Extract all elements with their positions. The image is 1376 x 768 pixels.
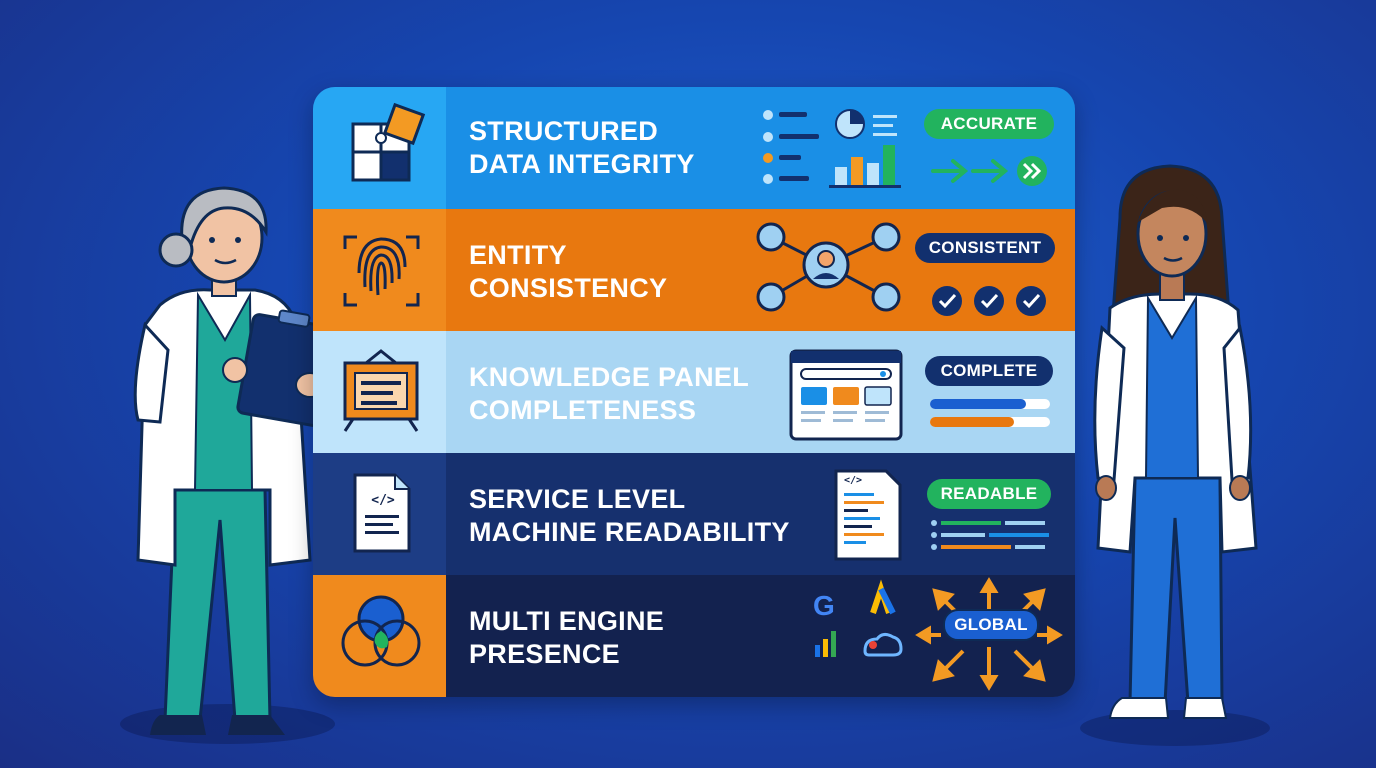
fingerprint-icon [343, 235, 420, 307]
doctor-in-blue-scrubs-illustration [1093, 164, 1258, 719]
row-icon-cell [313, 209, 446, 331]
global-arrows-icon [915, 577, 1063, 691]
progress-bars-icon [930, 399, 1050, 427]
row-body-cell [446, 87, 1075, 209]
row-decoration: G [341, 577, 1063, 691]
status-badge: ACCURATE [924, 109, 1054, 139]
title-line-1: KNOWLEDGE PANEL [469, 362, 749, 392]
row-decoration [343, 349, 1050, 441]
title-line-2: DATA INTEGRITY [469, 149, 695, 179]
code-tag-label: </> [371, 493, 395, 508]
pie-chart-icon [835, 109, 897, 139]
code-file-icon [834, 469, 902, 561]
status-badge: GLOBAL [943, 609, 1039, 641]
doctor-with-clipboard-illustration [133, 186, 336, 735]
row-decoration [353, 469, 1049, 561]
browser-window-icon [789, 349, 903, 441]
structured-list-icon [763, 110, 819, 184]
check-circles-icon [932, 286, 1046, 316]
knowledge-panel-icon [343, 349, 419, 432]
code-file-tag-label: </> [844, 475, 863, 486]
row-decoration [351, 102, 1047, 188]
row-title: ENTITY CONSISTENCY [469, 239, 799, 305]
title-line-1: SERVICE LEVEL [469, 484, 686, 514]
bar-chart-icon [829, 145, 901, 188]
status-badge: COMPLETE [925, 356, 1053, 386]
svg-text:G: G [813, 590, 835, 621]
title-line-2: CONSISTENCY [469, 273, 668, 303]
venn-diagram-icon [341, 595, 421, 667]
puzzle-icon [351, 102, 426, 182]
row-structured-data-integrity: STRUCTURED DATA INTEGRITY ACCURATE [313, 87, 1075, 209]
forward-arrows-icon [931, 156, 1047, 186]
row-title: SERVICE LEVEL MACHINE READABILITY [469, 483, 799, 549]
row-title: STRUCTURED DATA INTEGRITY [469, 115, 799, 181]
title-line-1: STRUCTURED [469, 116, 658, 146]
row-entity-consistency: ENTITY CONSISTENCY CONSISTENT [313, 209, 1075, 331]
network-icon [756, 222, 901, 312]
status-badge: CONSISTENT [915, 233, 1055, 263]
metrics-panel: STRUCTURED DATA INTEGRITY ACCURATE [313, 87, 1075, 697]
row-decoration [343, 222, 1046, 316]
search-engine-logos-icon: G [813, 579, 903, 657]
title-line-1: MULTI ENGINE [469, 606, 665, 636]
row-body-cell [446, 331, 1075, 453]
title-line-2: MACHINE READABILITY [469, 517, 790, 547]
row-multi-engine-presence: G [313, 575, 1075, 697]
row-title: MULTI ENGINE PRESENCE [469, 605, 799, 671]
readable-lines-icon [931, 520, 1049, 550]
status-badge: READABLE [927, 479, 1051, 509]
title-line-1: ENTITY [469, 240, 567, 270]
row-body-cell [446, 453, 1075, 575]
row-service-level-machine-readability: SERVICE LEVEL MACHINE READABILITY READAB… [313, 453, 1075, 575]
title-line-2: COMPLETENESS [469, 395, 697, 425]
row-knowledge-panel-completeness: KNOWLEDGE PANEL COMPLETENESS COMPLETE [313, 331, 1075, 453]
row-title: KNOWLEDGE PANEL COMPLETENESS [469, 361, 799, 427]
title-line-2: PRESENCE [469, 639, 620, 669]
code-document-icon [353, 473, 411, 553]
